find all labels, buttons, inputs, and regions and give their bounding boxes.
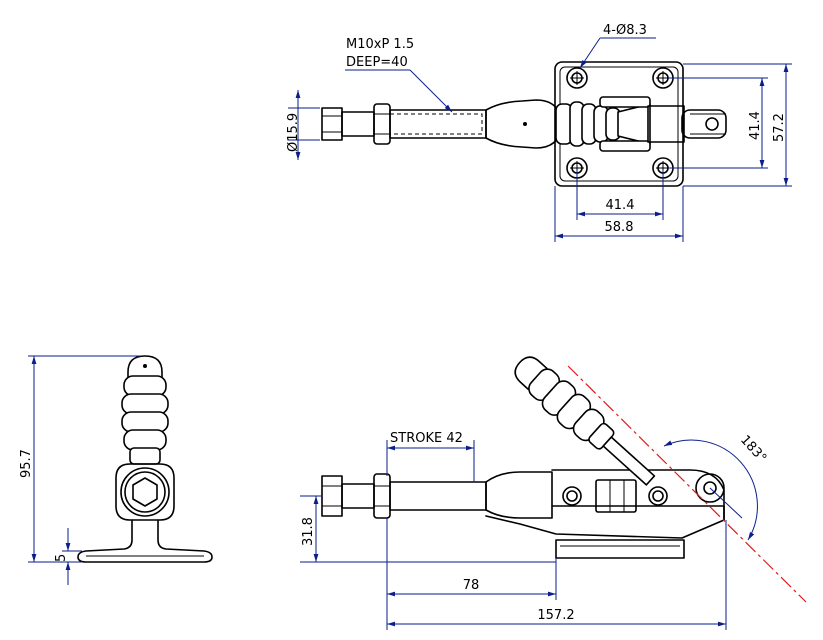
holes-note: 4-Ø8.3 — [603, 23, 647, 38]
side-dimensions: STROKE 42 31.8 78 157.2 — [300, 431, 727, 630]
front-body — [77, 463, 213, 563]
side-handle — [514, 356, 656, 486]
length-total-label: 157.2 — [537, 608, 574, 623]
front-handle — [121, 355, 169, 465]
side-body — [485, 469, 725, 559]
height-outer-label: 57.2 — [772, 113, 787, 142]
pivot-hole-icon — [648, 486, 668, 506]
width-inner-label: 41.4 — [606, 198, 635, 213]
front-height-label: 95.7 — [19, 449, 34, 478]
front-base-label: 5 — [54, 554, 69, 562]
swing-angle-label: 183° — [737, 433, 769, 466]
thread-note-line2: DEEP=40 — [346, 55, 408, 70]
front-view: 95.7 5 — [19, 355, 213, 585]
front-dimensions: 95.7 5 — [19, 355, 140, 585]
top-dimensions: Ø15.9 M10xP 1.5 DEEP=40 4-Ø8.3 57.2 41.4 — [286, 23, 792, 242]
stroke-label: STROKE 42 — [390, 431, 463, 446]
top-plunger — [321, 103, 487, 145]
thread-note-line1: M10xP 1.5 — [346, 37, 414, 52]
diameter-label: Ø15.9 — [286, 113, 301, 152]
pivot-hole-icon — [562, 486, 582, 506]
length-inner-label: 78 — [463, 578, 480, 593]
side-plunger — [321, 473, 487, 519]
side-view: 183° STROKE 42 31.8 78 157.2 — [300, 356, 807, 630]
width-outer-label: 58.8 — [605, 220, 634, 235]
top-handle — [555, 96, 727, 152]
top-rod-center — [523, 122, 527, 126]
mount-hole-icon — [566, 67, 588, 89]
swing-centerline — [567, 365, 807, 603]
top-view: Ø15.9 M10xP 1.5 DEEP=40 4-Ø8.3 57.2 41.4 — [286, 23, 792, 242]
height-inner-label: 41.4 — [748, 111, 763, 140]
top-body — [485, 99, 563, 149]
side-height-label: 31.8 — [301, 517, 316, 546]
